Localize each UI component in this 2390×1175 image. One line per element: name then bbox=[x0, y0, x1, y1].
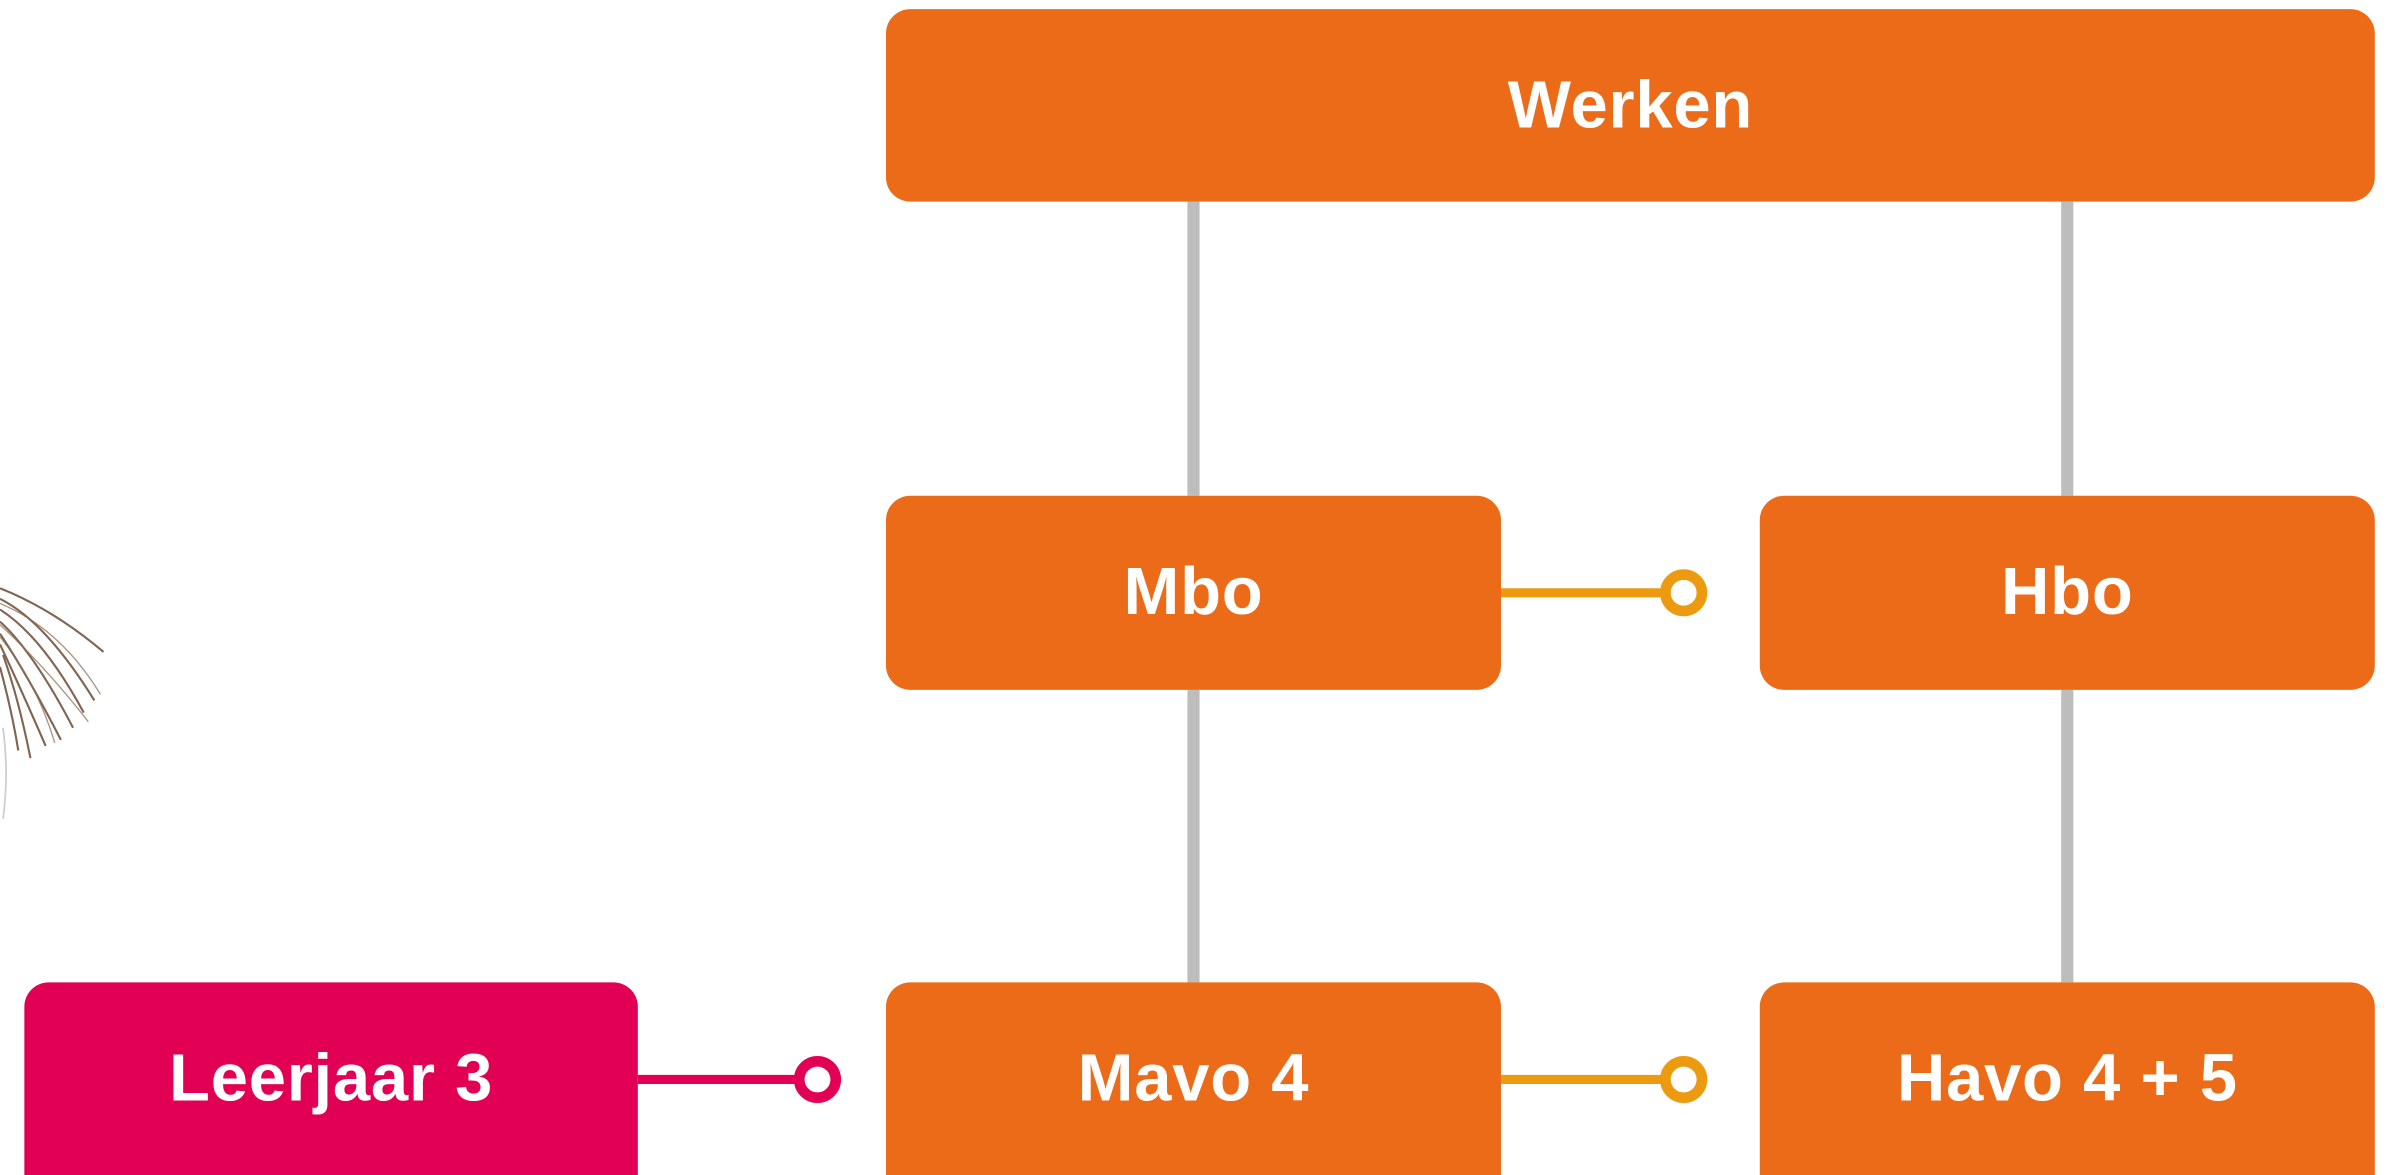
node-mavo-4[interactable]: Mavo 4 bbox=[885, 982, 1501, 1175]
node-leerjaar-3-label: Leerjaar 3 bbox=[169, 1040, 494, 1116]
node-mbo-label: Mbo bbox=[1123, 554, 1264, 630]
node-havo-4-5[interactable]: Havo 4 + 5 bbox=[1759, 982, 2375, 1175]
node-werken[interactable]: Werken bbox=[885, 9, 2375, 202]
connector-dot-mavo-havo bbox=[1660, 1055, 1708, 1103]
connector-dot-mbo-hbo bbox=[1660, 569, 1708, 617]
node-havo-4-5-label: Havo 4 + 5 bbox=[1896, 1040, 2238, 1116]
node-mbo[interactable]: Mbo bbox=[885, 495, 1501, 690]
hair-photo-fragment bbox=[0, 587, 105, 819]
node-mavo-4-label: Mavo 4 bbox=[1077, 1040, 1310, 1116]
node-leerjaar-3[interactable]: Leerjaar 3 bbox=[24, 982, 638, 1175]
node-hbo[interactable]: Hbo bbox=[1759, 495, 2375, 690]
connector-dot-leerjaar-mavo bbox=[793, 1055, 842, 1103]
node-werken-label: Werken bbox=[1507, 67, 1754, 142]
node-hbo-label: Hbo bbox=[2001, 554, 2134, 630]
